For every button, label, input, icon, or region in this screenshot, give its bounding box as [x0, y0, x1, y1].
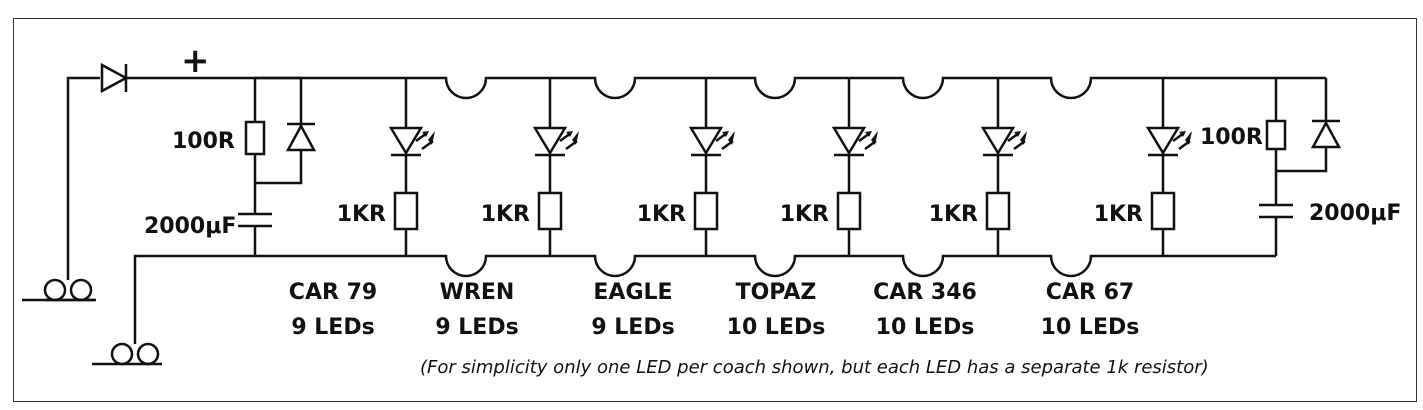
coach-branch — [388, 78, 435, 256]
resistor-1k — [537, 191, 563, 231]
coach-name: CAR 79 — [289, 280, 377, 305]
led-light-arrows — [559, 131, 579, 151]
resistor-1k — [1150, 191, 1176, 231]
coach-resistor-label: 1KR — [337, 202, 386, 227]
coach-name: WREN — [440, 280, 515, 305]
coach-resistor-label: 1KR — [637, 202, 686, 227]
coach-led-count: 9 LEDs — [435, 315, 518, 340]
led-symbol — [388, 126, 424, 156]
led-symbol — [532, 126, 568, 156]
resistor-1k — [836, 191, 862, 231]
coach-branch — [688, 78, 735, 256]
resistor-1k — [693, 191, 719, 231]
capacitor-left-label: 2000μF — [144, 214, 236, 239]
coach-name: EAGLE — [593, 280, 672, 305]
coach-led-count: 10 LEDs — [727, 315, 826, 340]
coach-resistor-label: 1KR — [929, 202, 978, 227]
right-smoothing-circuit — [1259, 76, 1342, 256]
wheel-pickup-right — [92, 342, 162, 366]
coach-name: TOPAZ — [736, 280, 817, 305]
wheel-pickup-left — [22, 278, 96, 302]
resistor-right-label: 100R — [1200, 125, 1263, 150]
positive-rail — [255, 76, 1314, 100]
resistor-1k — [985, 191, 1011, 231]
coach-resistor-label: 1KR — [481, 202, 530, 227]
diode-right — [1310, 120, 1342, 149]
led-light-arrows — [1007, 131, 1027, 151]
coach-led-count: 9 LEDs — [591, 315, 674, 340]
resistor-1k — [393, 191, 419, 231]
led-symbol — [1145, 126, 1181, 156]
capacitor-right-label: 2000μF — [1309, 201, 1401, 226]
led-symbol — [688, 126, 724, 156]
input-diode — [100, 62, 255, 94]
resistor-left-label: 100R — [172, 129, 235, 154]
coach-led-count: 9 LEDs — [291, 315, 374, 340]
coach-branches: 1KR CAR 79 9 LEDs 1KR WREN 9 LEDs 1KR EAGLE 9 LE… — [289, 78, 1192, 340]
coach-resistor-label: 1KR — [780, 202, 829, 227]
left-smoothing-circuit — [238, 76, 317, 256]
coach-branch — [532, 78, 579, 256]
resistor-right — [1265, 119, 1287, 151]
footnote: (For simplicity only one LED per coach s… — [420, 357, 1209, 378]
coach-branch — [831, 78, 878, 256]
negative-rail — [255, 254, 1276, 278]
led-light-arrows — [858, 131, 878, 151]
coach-led-count: 10 LEDs — [1041, 315, 1140, 340]
coach-branch — [1145, 78, 1192, 256]
led-light-arrows — [415, 131, 435, 151]
input-wiring — [66, 76, 255, 344]
coach-name: CAR 67 — [1046, 280, 1134, 305]
coach-resistor-label: 1KR — [1094, 202, 1143, 227]
coach-branch — [980, 78, 1027, 256]
led-symbol — [980, 126, 1016, 156]
positive-symbol: + — [181, 41, 210, 81]
resistor-left — [244, 120, 266, 156]
coach-led-count: 10 LEDs — [876, 315, 975, 340]
diode-left — [285, 123, 317, 152]
led-light-arrows — [1172, 131, 1192, 151]
led-symbol — [831, 126, 867, 156]
coach-name: CAR 346 — [873, 280, 977, 305]
led-light-arrows — [715, 131, 735, 151]
